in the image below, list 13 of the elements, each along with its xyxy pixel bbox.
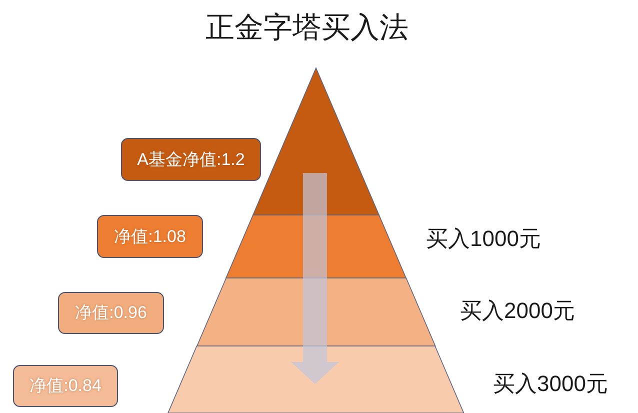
- value-box: [13, 365, 118, 407]
- net-value-text: 净值:1.08: [114, 226, 186, 246]
- value-box: [58, 292, 164, 334]
- value-box: [97, 215, 203, 258]
- value-box: [121, 138, 261, 181]
- purchase-amount-label: 买入1000元: [426, 225, 541, 253]
- net-value-text: 净值:0.96: [75, 303, 147, 323]
- net-value-text: A基金净值:1.2: [137, 150, 245, 170]
- pyramid-tier: [168, 346, 464, 413]
- net-value-text: 净值:0.84: [30, 376, 102, 396]
- diagram-title: 正金字塔买入法: [204, 11, 410, 46]
- purchase-amount-label: 买入2000元: [460, 297, 575, 325]
- purchase-amount-label: 买入3000元: [493, 370, 608, 398]
